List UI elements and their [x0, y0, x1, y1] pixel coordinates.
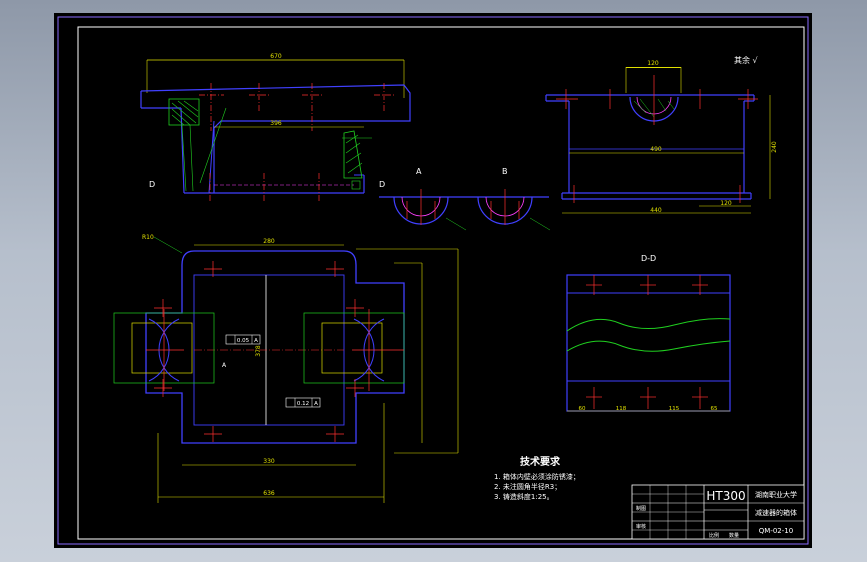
inner-frame: [77, 26, 805, 540]
title-block-drawing-no: QM-02-10: [759, 527, 793, 535]
title-block: HT300 湖南职业大学 减速器的箱体 QM-02-10 制图 审核 比例 数量: [631, 484, 805, 540]
title-block-row-3: 比例: [709, 532, 719, 539]
tolerance-2: 0.12: [297, 401, 309, 407]
dim-front-inner: 396: [270, 120, 282, 127]
section-label-d-right: D: [379, 180, 385, 189]
dim-plan-inner: 280: [263, 238, 275, 245]
dim-top-right-height: 240: [771, 141, 778, 153]
section-label-d-left: D: [149, 180, 155, 189]
dim-top-right-bottom: 440: [650, 207, 662, 214]
datum-1: A: [254, 338, 258, 344]
top-right-note: 其余 √: [734, 55, 759, 65]
front-view: 670 396: [140, 53, 411, 203]
side-view: 120 490 440 120 240 其余 √: [545, 55, 778, 214]
title-block-school: 湖南职业大学: [755, 490, 797, 499]
dim-plan-height: 378: [255, 345, 262, 357]
cad-drawing-canvas: 670 396: [54, 13, 812, 548]
tolerance-1: 0.05: [237, 338, 250, 344]
tech-req-title: 技术要求: [520, 455, 561, 468]
tech-requirements: 技术要求 1. 箱体内壁必须涂防锈漆； 2. 未注圆角半径R3； 3. 铸造斜度…: [494, 455, 580, 501]
dd-section: D-D 60 118 115 65: [566, 254, 731, 412]
title-block-part-name: 减速器的箱体: [755, 508, 797, 517]
dim-radius-top: R10: [142, 234, 154, 241]
outer-frame: [57, 16, 809, 545]
title-block-row-1: 制图: [636, 505, 646, 512]
dim-dd-4: 65: [711, 406, 718, 412]
detail-views: A B: [379, 167, 551, 231]
dim-dd-1: 60: [579, 406, 586, 412]
datum-2: A: [314, 401, 318, 407]
dim-top-right-width: 490: [650, 146, 662, 153]
dim-dd-2: 118: [616, 406, 627, 412]
dim-plan-bottom-1: 330: [263, 458, 275, 465]
section-label-a: A: [416, 167, 422, 176]
section-label-dd: D-D: [641, 254, 656, 263]
section-label-b: B: [502, 167, 508, 176]
plan-view: 280 330 636 378 R10 0.05 A 0.12 A A: [113, 234, 459, 503]
dim-plan-bottom-2: 636: [263, 490, 275, 497]
dim-top-overall: 670: [270, 53, 282, 60]
dim-top-right-small: 120: [720, 200, 732, 207]
title-block-row-4: 数量: [729, 532, 739, 539]
dim-dd-3: 115: [669, 406, 680, 412]
dim-top-right-small-top: 120: [647, 60, 659, 67]
datum-label-plan: A: [222, 362, 227, 369]
title-block-row-2: 审核: [636, 523, 646, 530]
tech-req-item-2: 2. 未注圆角半径R3；: [494, 482, 561, 491]
tech-req-item-3: 3. 铸造斜度1:25。: [494, 492, 554, 501]
tech-req-item-1: 1. 箱体内壁必须涂防锈漆；: [494, 472, 580, 481]
title-block-material: HT300: [706, 489, 745, 503]
